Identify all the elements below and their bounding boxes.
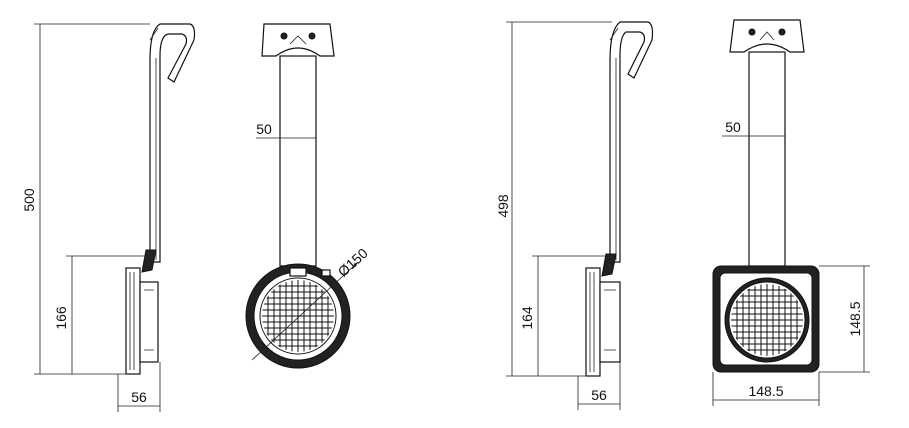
dim-head-height-1: 166 [53,306,69,330]
side-view-round [125,23,196,375]
dim-arm-width-2: 50 [725,119,741,135]
dim-depth-1: 56 [131,389,147,405]
dim-height: 148.5 [847,301,863,336]
dimension-lines-front-2 [712,135,870,406]
dim-total-height-1: 500 [21,188,37,212]
dim-arm-width-1: 50 [256,121,272,137]
dimension-lines-side-1 [34,23,161,412]
dim-depth-2: 56 [591,387,607,403]
dim-width: 148.5 [748,383,783,399]
dimension-lines-front-1 [251,137,358,361]
front-view-round [245,23,351,369]
dim-head-height-2: 164 [519,306,535,330]
dimension-lines-side-2 [506,21,621,410]
front-view-square [712,19,820,373]
dim-total-height-2: 498 [495,194,511,218]
side-view-square [585,21,654,377]
dim-diameter: Ø150 [335,245,371,280]
